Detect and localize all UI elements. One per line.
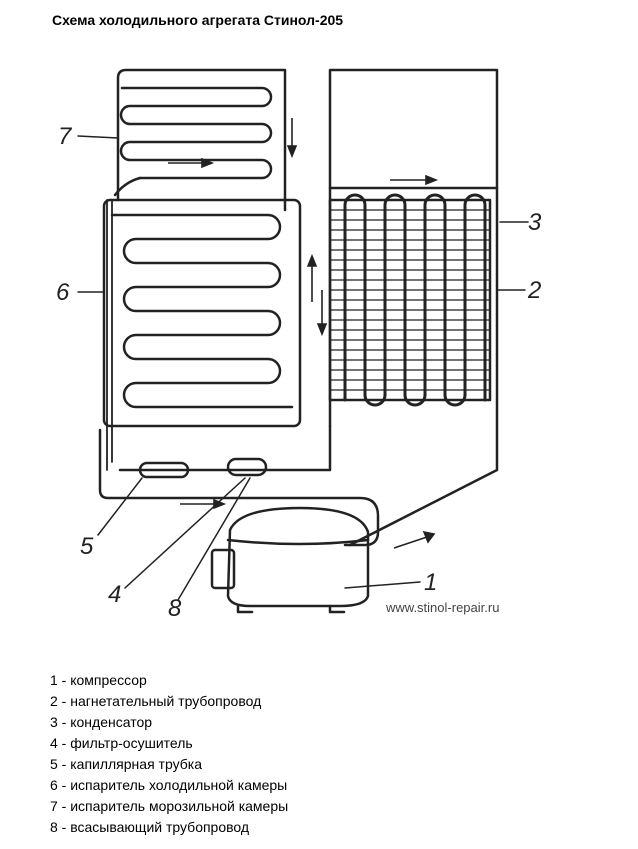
legend-item: 7 - испаритель морозильной камеры [50, 798, 289, 814]
legend-item: 4 - фильтр-осушитель [50, 735, 193, 751]
legend-item: 6 - испаритель холодильной камеры [50, 777, 288, 793]
legend-item: 2 - нагнетательный трубопровод [50, 693, 262, 709]
capillary-coil [138, 461, 190, 479]
filter-drier [226, 457, 268, 477]
callout-3: 3 [528, 209, 542, 236]
compressor-body [226, 506, 370, 608]
condenser-frame [328, 68, 499, 547]
compressor-relay-box [210, 548, 236, 590]
callout-1: 1 [424, 569, 437, 596]
legend-item: 3 - конденсатор [50, 714, 153, 730]
flow-arrow-7 [393, 535, 431, 549]
fridge-evaporator-coil [110, 213, 294, 409]
legend-item: 1 - компрессор [50, 672, 147, 688]
freezer-evaporator-coil [119, 86, 273, 180]
watermark: www.stinol-repair.ru [385, 600, 499, 615]
compressor-feet [236, 604, 346, 614]
compressor-lid-band [226, 538, 370, 546]
callout-7: 7 [58, 123, 73, 150]
legend-item: 5 - капиллярная трубка [50, 756, 202, 772]
capillary-vertical [106, 199, 113, 471]
suction-line [98, 428, 380, 547]
callout-2: 2 [527, 277, 541, 304]
freezer-inlet-tube [113, 176, 142, 197]
callout-4: 4 [108, 581, 121, 608]
condenser-fins [329, 209, 491, 391]
diagram-title: Схема холодильного агрегата Стинол-205 [52, 12, 344, 28]
callout-6: 6 [56, 279, 70, 306]
leader-lines [77, 135, 529, 601]
fridge-evaporator-plate [102, 198, 302, 428]
refrigeration-unit-diagram: 7 6 3 2 5 4 8 1 www.stinol-repair.ru [56, 68, 542, 622]
legend-list: 1 - компрессор 2 - нагнетательный трубоп… [50, 670, 288, 838]
freezer-evaporator [116, 68, 287, 212]
lower-connection-line [118, 424, 332, 472]
callout-8: 8 [168, 595, 182, 622]
callout-5: 5 [80, 533, 94, 560]
legend-item: 8 - всасывающий трубопровод [50, 819, 250, 835]
condenser-serpentine [343, 193, 487, 407]
